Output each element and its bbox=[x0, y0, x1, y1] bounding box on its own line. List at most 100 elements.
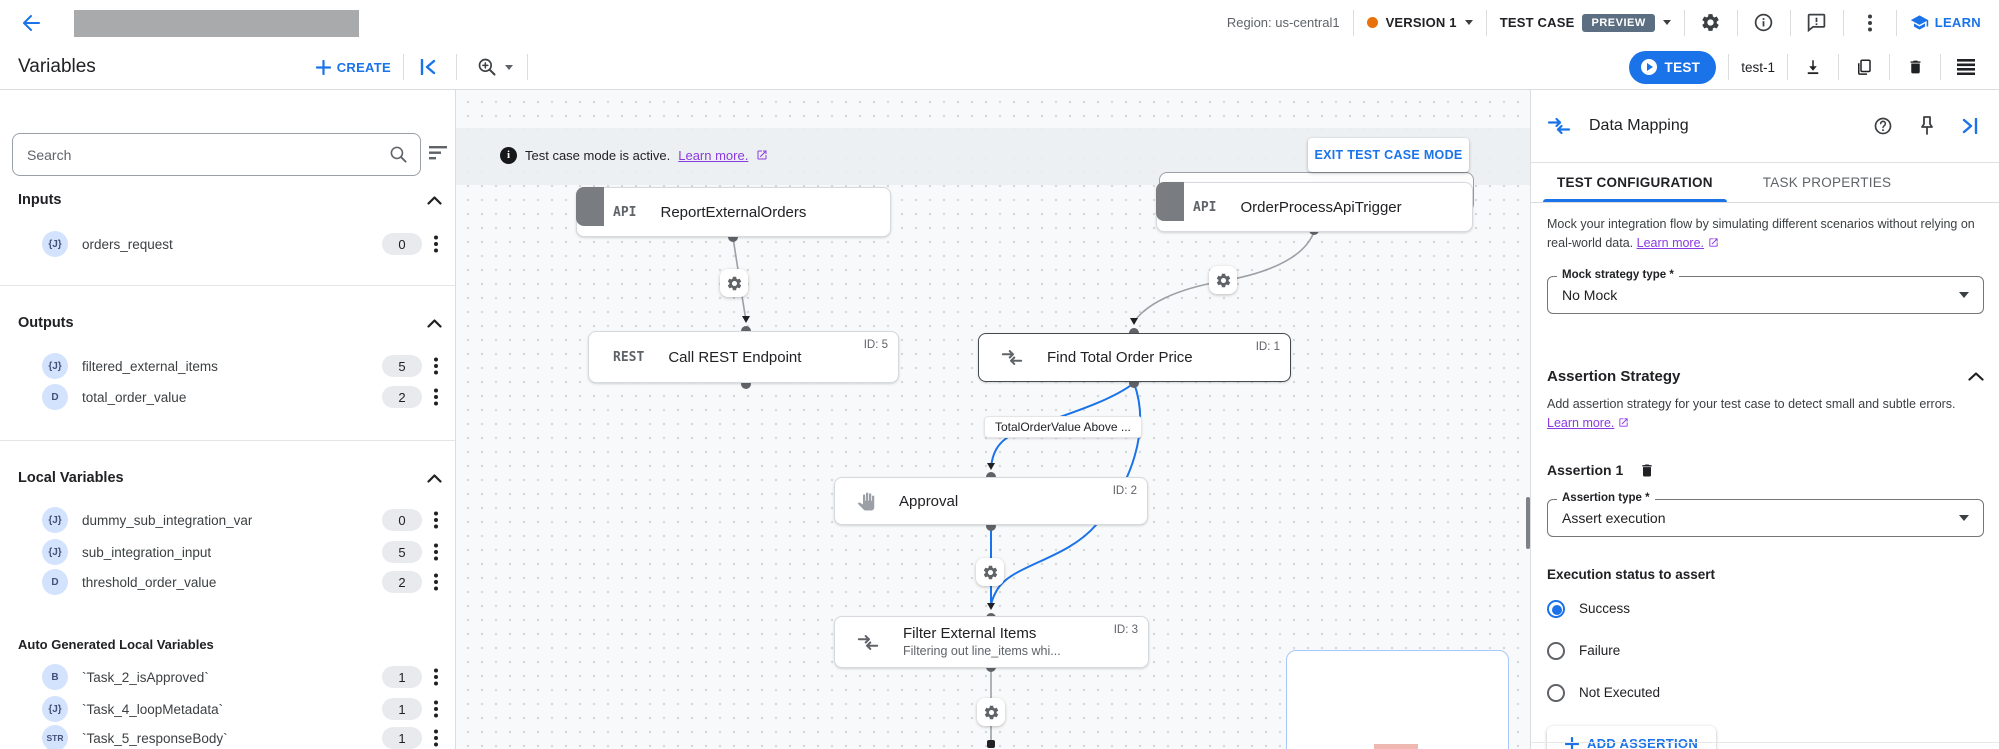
add-assertion-button[interactable]: ADD ASSERTION bbox=[1547, 725, 1717, 749]
learn-more-link[interactable]: Learn more. bbox=[1547, 416, 1615, 431]
radio-button[interactable] bbox=[1547, 641, 1565, 660]
search-input[interactable] bbox=[27, 146, 389, 163]
delete-button[interactable] bbox=[1902, 54, 1928, 80]
exit-test-case-mode-button[interactable]: EXIT TEST CASE MODE bbox=[1308, 138, 1469, 172]
tab-test-configuration[interactable]: TEST CONFIGURATION bbox=[1543, 163, 1727, 202]
variable-name: sub_integration_input bbox=[82, 544, 212, 560]
suggestion-card bbox=[1286, 650, 1509, 749]
download-button[interactable] bbox=[1800, 54, 1826, 80]
chevron-up-icon[interactable] bbox=[1968, 372, 1984, 381]
vertical-dots-icon bbox=[1867, 14, 1872, 31]
copy-button[interactable] bbox=[1851, 54, 1877, 80]
variable-row[interactable]: {J} filtered_external_items 5 bbox=[0, 352, 455, 380]
collapse-right-icon[interactable] bbox=[1961, 118, 1979, 134]
more-options-icon[interactable] bbox=[434, 235, 438, 253]
node-approval[interactable]: Approval ID: 2 bbox=[834, 477, 1148, 525]
test-case-selector[interactable]: TEST CASE PREVIEW bbox=[1500, 13, 1671, 32]
radio-not-executed[interactable]: Not Executed bbox=[1547, 678, 1979, 708]
variable-row[interactable]: D threshold_order_value 2 bbox=[0, 568, 455, 596]
section-title: Local Variables bbox=[18, 470, 124, 486]
more-options-icon[interactable] bbox=[434, 668, 438, 686]
test-button[interactable]: TEST bbox=[1628, 50, 1717, 84]
radio-failure[interactable]: Failure bbox=[1547, 636, 1979, 666]
version-selector[interactable]: VERSION 1 bbox=[1366, 15, 1473, 30]
variable-row[interactable]: D total_order_value 2 bbox=[0, 383, 455, 411]
secondary-toolbar: Variables CREATE TEST test-1 bbox=[0, 45, 1999, 90]
more-options-icon[interactable] bbox=[434, 511, 438, 529]
add-task-gear-button[interactable] bbox=[1209, 266, 1237, 294]
more-options-button[interactable] bbox=[1857, 10, 1883, 36]
variable-row[interactable]: {J} sub_integration_input 5 bbox=[0, 538, 455, 566]
feedback-button[interactable] bbox=[1804, 10, 1830, 36]
divider bbox=[1789, 9, 1791, 36]
panel-scrollbar-thumb[interactable] bbox=[1526, 497, 1530, 549]
connector-dot[interactable] bbox=[986, 521, 996, 531]
radio-button[interactable] bbox=[1547, 683, 1565, 702]
search-box[interactable] bbox=[12, 133, 421, 176]
mock-strategy-select[interactable]: Mock strategy type * No Mock bbox=[1547, 268, 1984, 314]
divider bbox=[0, 440, 455, 441]
edge-condition-label[interactable]: TotalOrderValue Above ... bbox=[984, 416, 1142, 438]
add-task-gear-button[interactable] bbox=[976, 558, 1004, 586]
zoom-control[interactable] bbox=[457, 57, 513, 77]
node-type-tag: REST bbox=[613, 349, 645, 365]
tab-task-properties[interactable]: TASK PROPERTIES bbox=[1762, 175, 1892, 190]
more-options-icon[interactable] bbox=[434, 700, 438, 718]
node-report-external-orders[interactable]: API ReportExternalOrders bbox=[576, 187, 891, 237]
variable-row[interactable]: {J} orders_request 0 bbox=[0, 230, 455, 258]
external-link-icon bbox=[1619, 418, 1628, 427]
more-options-icon[interactable] bbox=[434, 543, 438, 561]
pin-icon[interactable] bbox=[1919, 116, 1935, 136]
chevron-up-icon[interactable] bbox=[427, 318, 442, 328]
radio-success[interactable]: Success bbox=[1547, 594, 1979, 624]
settings-button[interactable] bbox=[1698, 10, 1724, 36]
chevron-up-icon[interactable] bbox=[427, 195, 442, 205]
add-task-gear-button[interactable] bbox=[720, 269, 748, 297]
node-filter-external-items[interactable]: Filter External Items Filtering out line… bbox=[834, 616, 1149, 668]
create-variable-button[interactable]: CREATE bbox=[315, 59, 391, 75]
external-link-icon bbox=[1708, 238, 1718, 247]
usage-count-badge: 1 bbox=[382, 727, 422, 749]
radio-button[interactable] bbox=[1547, 599, 1565, 618]
connector-dot[interactable] bbox=[1129, 378, 1139, 388]
connector-dot[interactable] bbox=[741, 379, 751, 389]
info-button[interactable] bbox=[1751, 10, 1777, 36]
delete-assertion-icon[interactable] bbox=[1639, 462, 1655, 479]
connector-dot[interactable] bbox=[728, 232, 738, 242]
back-button[interactable] bbox=[18, 10, 44, 36]
search-icon bbox=[390, 146, 407, 163]
collapse-panel-button[interactable] bbox=[416, 54, 442, 80]
learn-more-link[interactable]: Learn more. bbox=[678, 147, 749, 163]
sort-icon[interactable] bbox=[429, 146, 449, 160]
variable-row[interactable]: {J} dummy_sub_integration_var 0 bbox=[0, 506, 455, 534]
learn-link[interactable]: LEARN bbox=[1910, 13, 1981, 32]
variable-row[interactable]: B `Task_2_isApproved` 1 bbox=[0, 663, 455, 691]
variable-type-badge: D bbox=[42, 384, 68, 410]
help-icon[interactable] bbox=[1873, 116, 1893, 136]
variable-row[interactable]: STR `Task_5_responseBody` 1 bbox=[0, 724, 455, 749]
chevron-down-icon bbox=[1959, 291, 1969, 298]
node-find-total-order-price[interactable]: Find Total Order Price ID: 1 bbox=[978, 333, 1291, 382]
node-left-tab bbox=[1156, 182, 1184, 221]
learn-more-link[interactable]: Learn more. bbox=[1636, 236, 1705, 251]
variable-name: `Task_4_loopMetadata` bbox=[82, 701, 224, 717]
add-task-gear-button[interactable] bbox=[977, 698, 1005, 726]
node-order-process-api-trigger[interactable]: API OrderProcessApiTrigger bbox=[1156, 182, 1473, 232]
node-call-rest-endpoint[interactable]: REST Call REST Endpoint ID: 5 bbox=[588, 331, 899, 383]
more-options-icon[interactable] bbox=[434, 573, 438, 591]
divider bbox=[1485, 9, 1487, 36]
variable-type-badge: STR bbox=[42, 725, 68, 749]
top-app-bar: Region: us-central1 VERSION 1 TEST CASE … bbox=[0, 0, 1999, 45]
variable-row[interactable]: {J} `Task_4_loopMetadata` 1 bbox=[0, 695, 455, 723]
task-list-button[interactable] bbox=[1953, 54, 1979, 80]
assertion-type-select[interactable]: Assertion type * Assert execution bbox=[1547, 491, 1984, 537]
flow-canvas[interactable]: i Test case mode is active. Learn more. … bbox=[456, 90, 1530, 749]
test-case-name[interactable]: test-1 bbox=[1741, 59, 1775, 75]
divider bbox=[1787, 54, 1788, 80]
more-options-icon[interactable] bbox=[434, 388, 438, 406]
more-options-icon[interactable] bbox=[434, 357, 438, 375]
chevron-up-icon[interactable] bbox=[427, 473, 442, 483]
more-options-icon[interactable] bbox=[434, 729, 438, 747]
node-left-tab bbox=[576, 187, 604, 226]
